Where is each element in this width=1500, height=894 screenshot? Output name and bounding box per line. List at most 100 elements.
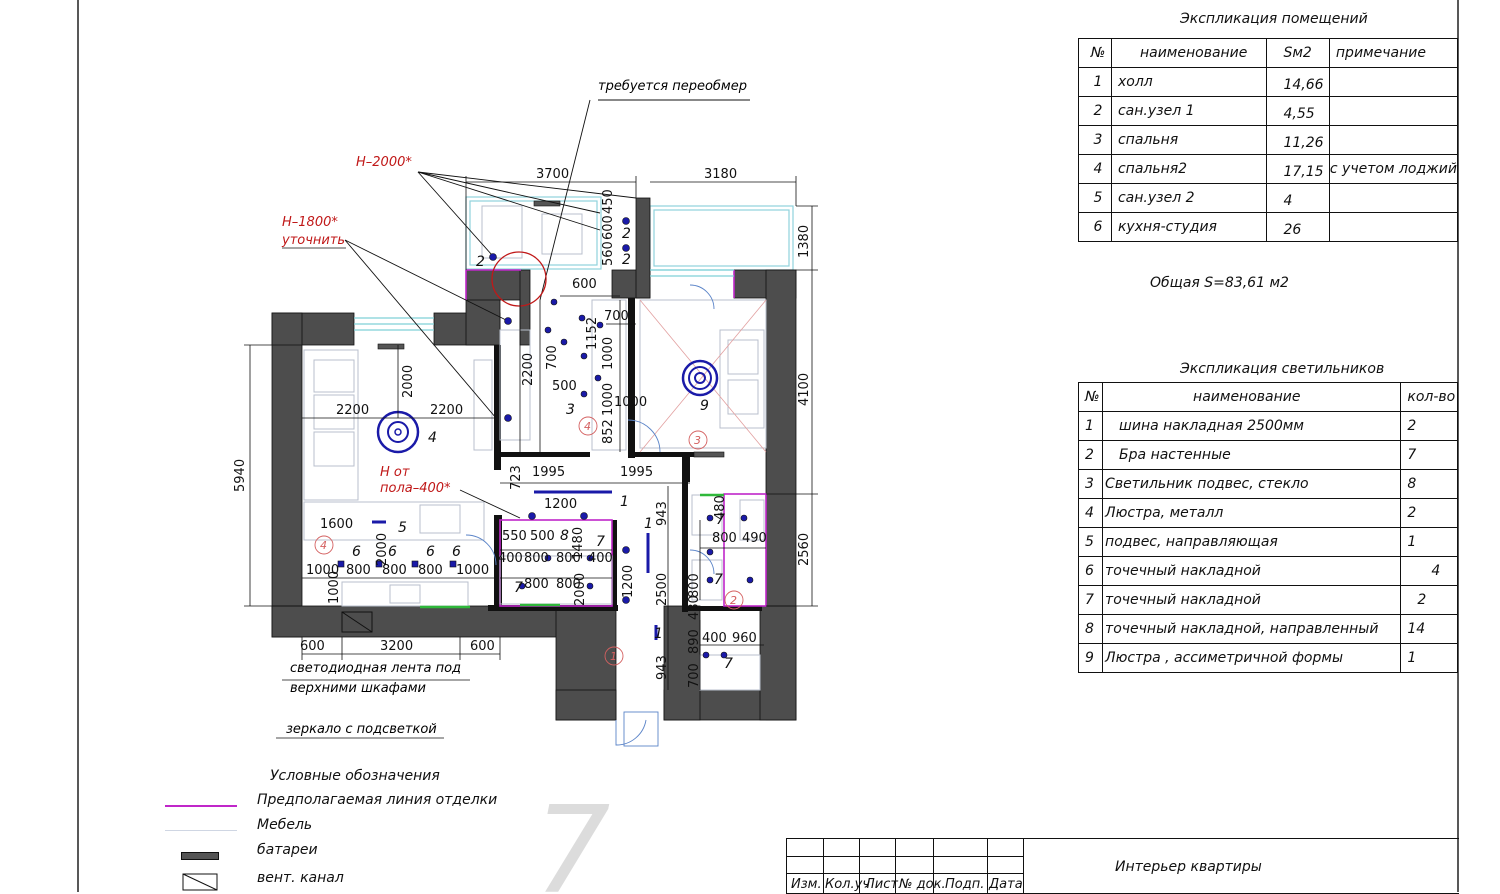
- spot-icon: [544, 554, 552, 562]
- spot-square-icon: [449, 560, 457, 568]
- table-cell: точечный накладной: [1102, 556, 1402, 586]
- pendant-icon: [550, 298, 558, 306]
- dim-text: 600: [601, 215, 616, 240]
- table-header-cell: примечание: [1328, 38, 1459, 68]
- table-header-cell: наименование: [1110, 38, 1268, 68]
- legend-item: Предполагаемая линия отделки: [165, 792, 497, 816]
- title-block-header: № док.: [899, 877, 946, 892]
- table-header-cell: №: [1078, 38, 1112, 68]
- note-remeasure: требуется переобмер: [598, 79, 747, 94]
- table-cell: с учетом лоджий: [1328, 154, 1459, 184]
- note-height-1800: Н–1800*: [282, 215, 338, 230]
- table-cell: Люстра, металл: [1102, 498, 1402, 528]
- table-header-cell: наименование: [1102, 382, 1402, 412]
- legend-label: батареи: [257, 842, 318, 858]
- fixture-label: 1: [644, 516, 653, 532]
- pendant-icon: [580, 390, 588, 398]
- wall-sconce-icon: [489, 253, 497, 261]
- fixture-label: 1: [654, 626, 663, 642]
- dim-text: 800: [712, 531, 737, 546]
- room-number: 4: [320, 539, 327, 552]
- title-block-cell: [895, 839, 934, 893]
- dim-text: 400: [588, 551, 613, 566]
- dim-text: 2200: [430, 403, 463, 418]
- dim-text: 1000: [456, 563, 489, 578]
- pendant-icon: [578, 314, 586, 322]
- partitions: [488, 298, 762, 612]
- note-led-strip-1: светодиодная лента под: [290, 661, 461, 676]
- fixture-label: 2: [622, 252, 631, 268]
- lights-table-title: Экспликация светильников: [1180, 361, 1385, 377]
- rooms-total: Общая S=83,61 м2: [1150, 275, 1289, 291]
- track-rails: [372, 490, 658, 640]
- dim-text: 2000: [573, 573, 588, 606]
- dim-text: 500: [552, 379, 577, 394]
- table-cell: 4: [1266, 183, 1330, 213]
- dim-text: 2000: [375, 533, 390, 566]
- dim-text: 800: [556, 551, 581, 566]
- dim-text: 1000: [601, 337, 616, 370]
- fixture-label: 6: [352, 544, 361, 560]
- fixture-label: 9: [700, 398, 709, 414]
- fixture-label: 7: [714, 572, 723, 588]
- table-cell: 2: [1400, 498, 1458, 528]
- wall-sconce-icon: [622, 546, 630, 554]
- legend-label: Мебель: [257, 817, 313, 833]
- wall-sconce-icon: [528, 512, 536, 520]
- table-cell: 4: [1400, 556, 1458, 586]
- finish-line-icon: [165, 802, 237, 816]
- table-cell: 2: [1400, 585, 1458, 615]
- table-cell: точечный накладной, направленный: [1102, 614, 1402, 644]
- fixture-label: 7: [596, 534, 605, 550]
- fixture-label: 3: [566, 402, 575, 418]
- note-height-2000: Н–2000*: [356, 155, 412, 170]
- table-header-row: № наименование Sм2 примечание: [1078, 38, 1459, 68]
- title-block-rule: [787, 873, 1023, 874]
- dim-text: 1480: [571, 527, 586, 560]
- fixture-label: 7: [716, 512, 725, 528]
- walls: [271, 197, 797, 721]
- pendant-icon: [544, 326, 552, 334]
- table-cell: 26: [1266, 212, 1330, 242]
- spot-icon: [706, 514, 714, 522]
- room-number: 4: [584, 420, 591, 433]
- spot-icon: [586, 554, 594, 562]
- dim-text: 2000: [401, 365, 416, 398]
- table-cell: кухня-студия: [1110, 212, 1268, 242]
- led-strips: [420, 493, 724, 609]
- table-cell: Люстра , ассиметричной формы: [1102, 643, 1402, 673]
- title-block-header: Изм.: [791, 877, 822, 892]
- rooms-table-title: Экспликация помещений: [1180, 11, 1368, 27]
- table-cell: 5: [1077, 527, 1104, 557]
- dim-text: 1200: [544, 497, 577, 512]
- dim-text: 600: [300, 639, 325, 654]
- dim-text: 480: [687, 595, 702, 620]
- spot-icon: [518, 582, 526, 590]
- sheet-number-watermark: 7: [534, 782, 610, 892]
- vent-duct: [341, 611, 373, 633]
- title-block-cell: [787, 839, 824, 893]
- title-block-cell: [933, 839, 988, 893]
- spot-square-icon: [337, 560, 345, 568]
- ceiling-diagonals: [639, 299, 767, 453]
- table-cell: 7: [1077, 585, 1104, 615]
- dim-text: 1995: [620, 465, 653, 480]
- annotation-lines: [344, 99, 750, 519]
- table-cell: 9: [1077, 643, 1104, 673]
- dim-text: 5940: [233, 459, 248, 492]
- vent-duct-icon: [165, 873, 237, 894]
- table-cell: 1: [1077, 411, 1104, 441]
- dim-text: 800: [346, 563, 371, 578]
- title-block-cell: [823, 839, 860, 893]
- dim-text: 800: [524, 577, 549, 592]
- dim-text: 560: [601, 241, 616, 266]
- fixture-label: 1: [620, 494, 629, 510]
